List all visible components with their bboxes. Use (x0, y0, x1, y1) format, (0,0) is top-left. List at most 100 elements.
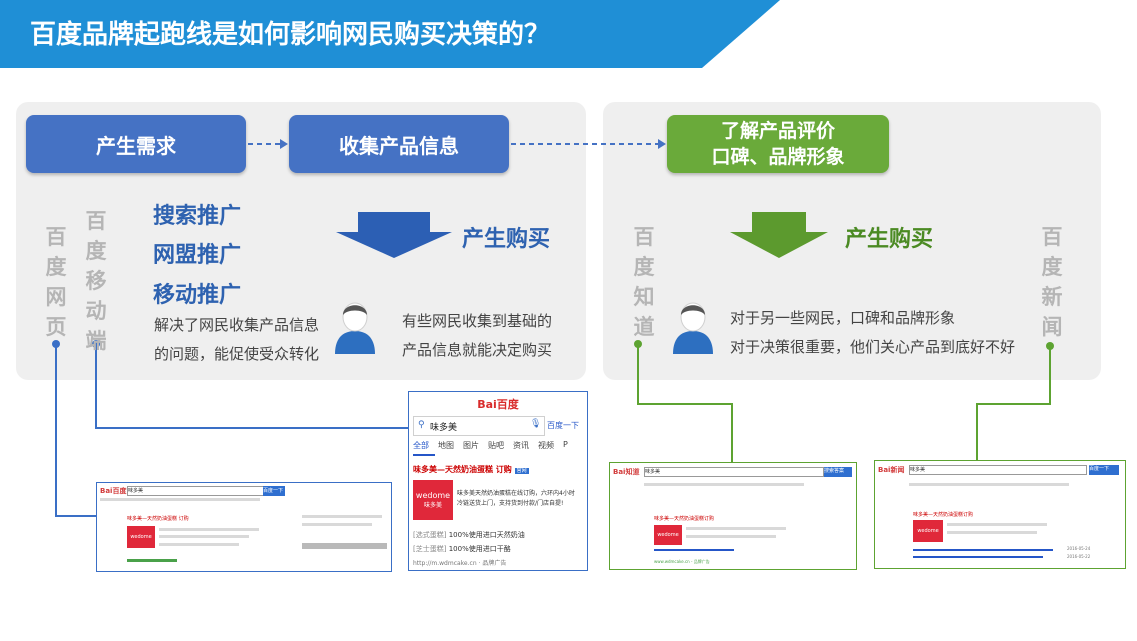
page-title: 百度品牌起跑线是如何影响网民购买决策的？ (30, 20, 551, 50)
news-brand-logo: wedome (913, 520, 943, 542)
mobile-promo-label: 移动推广 (153, 283, 242, 308)
tab-images[interactable]: 图片 (463, 441, 479, 450)
char: 度 (1041, 255, 1063, 279)
web-side-line (302, 515, 382, 518)
baidu-mobile-label: 百 度 移 动 端 (84, 206, 108, 356)
char: 知 (633, 285, 655, 309)
sublink-text: 100%使用进口干酪 (448, 545, 511, 553)
desc-line: 对于另一些网民，口碑和品牌形象 (730, 309, 956, 327)
baidu-mobile-screenshot: Bai百度 ⚲ 味多美 🎙 百度一下 全部 地图 图片 贴吧 资讯 视频 P 味… (408, 391, 588, 571)
baidu-zhidao-screenshot: Bai知道 味多美 搜索答案 味多美—天然奶油蛋糕订购 wedome www.w… (609, 462, 857, 570)
tab-tieba[interactable]: 贴吧 (488, 441, 504, 450)
step-review-line2: 口碑、品牌形象 (711, 146, 845, 168)
desc-line: 对于决策很重要，他们关心产品到底好不好 (730, 338, 1016, 356)
news-result-title[interactable]: 味多美—天然奶油蛋糕订购 (913, 512, 974, 518)
tab-all[interactable]: 全部 (413, 441, 429, 450)
tab-video[interactable]: 视频 (538, 441, 554, 450)
blue-down-arrow (336, 212, 452, 258)
zhidao-search-input[interactable]: 味多美 (644, 467, 824, 477)
char: 动 (85, 299, 107, 323)
web-brand-logo: wedome (127, 526, 155, 548)
ad-badge: 官网 (514, 468, 529, 474)
mobile-search-input[interactable]: ⚲ 味多美 🎙 (413, 416, 545, 436)
mobile-url-suffix: 品牌广告 (482, 560, 507, 567)
mobile-tabs: 全部 地图 图片 贴吧 资讯 视频 P (413, 440, 585, 451)
char: 百 (633, 225, 655, 249)
search-promo-label: 搜索推广 (153, 204, 242, 229)
char: 网 (45, 285, 67, 309)
step-collect-box: 收集产品信息 (289, 115, 509, 173)
news-dot (1046, 342, 1054, 350)
char: 新 (1041, 285, 1063, 309)
web-result-title[interactable]: 味多美—天然奶油蛋糕 订购 (127, 516, 189, 522)
step-collect-label: 收集产品信息 (339, 133, 459, 158)
mobile-url-text: http://m.wdmcake.cn (413, 560, 477, 567)
tab-map[interactable]: 地图 (438, 441, 454, 450)
brand-logo-text: wedome (415, 491, 451, 500)
step-demand-label: 产生需求 (96, 133, 176, 158)
mobile-result-title[interactable]: 味多美—天然奶油蛋糕 订购 官网 (413, 464, 529, 475)
mobile-logo: Bai百度 (477, 398, 519, 411)
news-connector-line (976, 346, 1051, 460)
news-line (947, 531, 1037, 534)
news-search-button[interactable]: 百度一下 (1089, 465, 1119, 475)
web-side-line (302, 523, 372, 526)
desc-line: 冷链送货上门，支持货到付款/门店自提! (457, 500, 564, 507)
zhidao-logo: Bai知道 (613, 468, 640, 476)
tab-news[interactable]: 资讯 (513, 441, 529, 450)
left-buy-label: 产生购买 (462, 227, 551, 252)
news-tabs-line (909, 483, 1069, 486)
web-side-buttons (302, 543, 387, 549)
left-desc-1: 解决了网民收集产品信息 的问题，能促使受众转化 (154, 311, 319, 369)
news-search-input[interactable]: 味多美 (909, 465, 1087, 475)
zhidao-result-title[interactable]: 味多美—天然奶油蛋糕订购 (654, 516, 715, 522)
connector-1-head (280, 139, 288, 149)
web-search-button-label: 百度一下 (263, 488, 284, 494)
search-icon: ⚲ (418, 420, 425, 430)
char: 百 (45, 225, 67, 249)
zhidao-query: 味多美 (645, 469, 661, 475)
mobile-sublink-2[interactable]: [芝士蛋糕] 100%使用进口干酪 (413, 544, 511, 554)
mobile-sublink-1[interactable]: [选式蛋糕] 100%使用进口天然奶油 (413, 530, 525, 540)
web-search-input[interactable]: 味多美 (127, 486, 264, 496)
microphone-icon[interactable]: 🎙 (530, 419, 542, 429)
title-banner (0, 0, 780, 68)
desc-line: 味多美天然奶油蛋糕在线订购，六环内4小时 (457, 490, 575, 497)
network-promo-label: 网盟推广 (153, 243, 242, 268)
char: 端 (85, 329, 107, 353)
web-logo: Bai百度 (100, 487, 127, 495)
mobile-url[interactable]: http://m.wdmcake.cn · 品牌广告 (413, 560, 507, 567)
char: 页 (45, 315, 67, 339)
desc-line: 产品信息就能决定购买 (402, 341, 553, 359)
zhidao-tabs-line (644, 483, 804, 486)
active-tab-indicator (413, 454, 435, 456)
web-query: 味多美 (128, 488, 144, 494)
web-connector-line (55, 344, 96, 517)
news-query: 味多美 (910, 467, 926, 473)
char: 度 (633, 255, 655, 279)
news-link (913, 549, 1053, 551)
char: 度 (45, 255, 67, 279)
green-down-arrow (730, 212, 828, 258)
mobile-result-desc: 味多美天然奶油蛋糕在线订购，六环内4小时 冷链送货上门，支持货到付款/门店自提! (457, 489, 585, 509)
zhidao-btn-label: 搜索答案 (824, 468, 845, 474)
zhidao-url[interactable]: www.wdmcake.cn - 品牌广告 (654, 559, 710, 564)
tab-more[interactable]: P (563, 440, 568, 449)
zhidao-line (686, 527, 786, 530)
mobile-search-button[interactable]: 百度一下 (547, 421, 579, 430)
web-search-button[interactable]: 百度一下 (263, 486, 285, 496)
news-logo: Bai新闻 (878, 466, 905, 474)
sublink-tag: [芝士蛋糕] (413, 545, 447, 553)
web-line (159, 535, 249, 538)
mobile-query: 味多美 (430, 423, 458, 433)
brand-logo-sub: 味多美 (423, 502, 442, 509)
news-link (913, 556, 1043, 558)
news-line (947, 523, 1047, 526)
news-date-1: 2016-05-24 (1067, 546, 1091, 551)
step-review-line1: 了解产品评价 (720, 120, 835, 142)
right-buy-label: 产生购买 (845, 227, 934, 252)
step-review-box: 了解产品评价 口碑、品牌形象 (667, 115, 889, 173)
zhidao-search-button[interactable]: 搜索答案 (824, 467, 852, 477)
char: 度 (85, 239, 107, 263)
